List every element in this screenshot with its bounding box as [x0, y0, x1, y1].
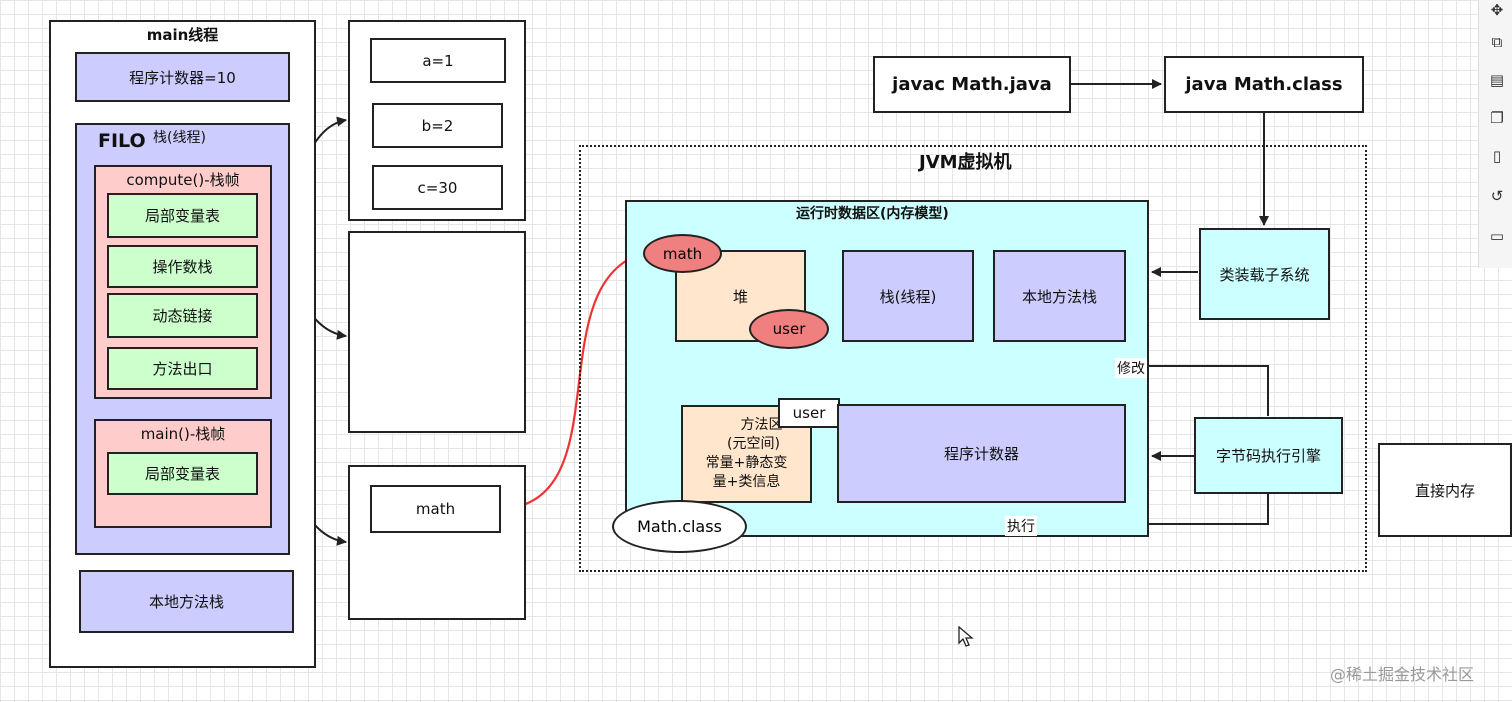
mouse-cursor-icon: [958, 626, 974, 647]
local-c: c=30: [372, 165, 503, 210]
math-class-node: Math.class: [612, 500, 747, 553]
math-reference: math: [370, 485, 501, 533]
jvm-pc: 程序计数器: [837, 404, 1126, 503]
heap-object-math: math: [643, 234, 722, 273]
heap-object-user: user: [749, 309, 829, 349]
compute-method-exit: 方法出口: [107, 347, 258, 390]
direct-memory: 直接内存: [1378, 443, 1512, 537]
compute-operand-stack: 操作数栈: [107, 245, 258, 288]
operand-panel: [348, 231, 526, 433]
method-area-line2: (元空间): [727, 436, 780, 452]
link-math-ref-to-heap: [502, 252, 641, 511]
java-box: java Math.class: [1164, 56, 1364, 113]
main-local-vars: 局部变量表: [107, 452, 258, 495]
stack-title: 栈(线程): [153, 130, 206, 146]
history-icon[interactable]: ↺: [1490, 187, 1504, 205]
move-icon[interactable]: ✥: [1490, 1, 1504, 19]
page-icon[interactable]: ▯: [1492, 147, 1502, 165]
side-toolbar: ✥ ⧉ ▤ ❐ ▯ ↺ ▭: [1478, 0, 1512, 268]
compute-frame-title: compute()-栈帧: [126, 171, 240, 189]
pc-register: 程序计数器=10: [75, 52, 290, 102]
jvm-boundary: [579, 145, 1367, 572]
layers-icon[interactable]: ▤: [1489, 71, 1505, 89]
stack-filo-label: FILO: [98, 130, 146, 152]
edge-label-exec: 执行: [1005, 516, 1037, 536]
compute-local-vars: 局部变量表: [107, 193, 258, 238]
main-thread-title: main线程: [146, 26, 219, 44]
class-loader: 类装载子系统: [1199, 228, 1330, 320]
runtime-title: 运行时数据区(内存模型): [796, 206, 949, 222]
method-area: 方法区 (元空间) 常量+静态变 量+类信息: [681, 405, 812, 503]
format-icon[interactable]: ⧉: [1491, 33, 1503, 51]
copy-icon[interactable]: ❐: [1490, 109, 1504, 127]
jvm-native-stack: 本地方法栈: [993, 250, 1126, 342]
method-area-line3: 常量+静态变: [705, 455, 788, 471]
local-a: a=1: [370, 38, 506, 83]
compute-dynamic-link: 动态链接: [107, 293, 258, 338]
jvm-title: JVM虚拟机: [919, 152, 1012, 173]
heap-label: 堆: [732, 287, 748, 306]
watermark: @稀土掘金技术社区: [1330, 665, 1475, 684]
javac-box: javac Math.java: [873, 56, 1071, 113]
method-area-line1: 方法区: [740, 417, 783, 433]
method-area-line4: 量+类信息: [712, 474, 781, 490]
user-class-label: user: [778, 398, 840, 428]
main-native-stack: 本地方法栈: [79, 570, 294, 633]
edge-label-modify: 修改: [1115, 358, 1147, 378]
jvm-stack: 栈(线程): [842, 250, 974, 342]
comment-icon[interactable]: ▭: [1489, 227, 1505, 245]
execution-engine: 字节码执行引擎: [1194, 417, 1343, 494]
main-frame-title: main()-栈帧: [140, 425, 226, 443]
local-b: b=2: [372, 103, 503, 148]
